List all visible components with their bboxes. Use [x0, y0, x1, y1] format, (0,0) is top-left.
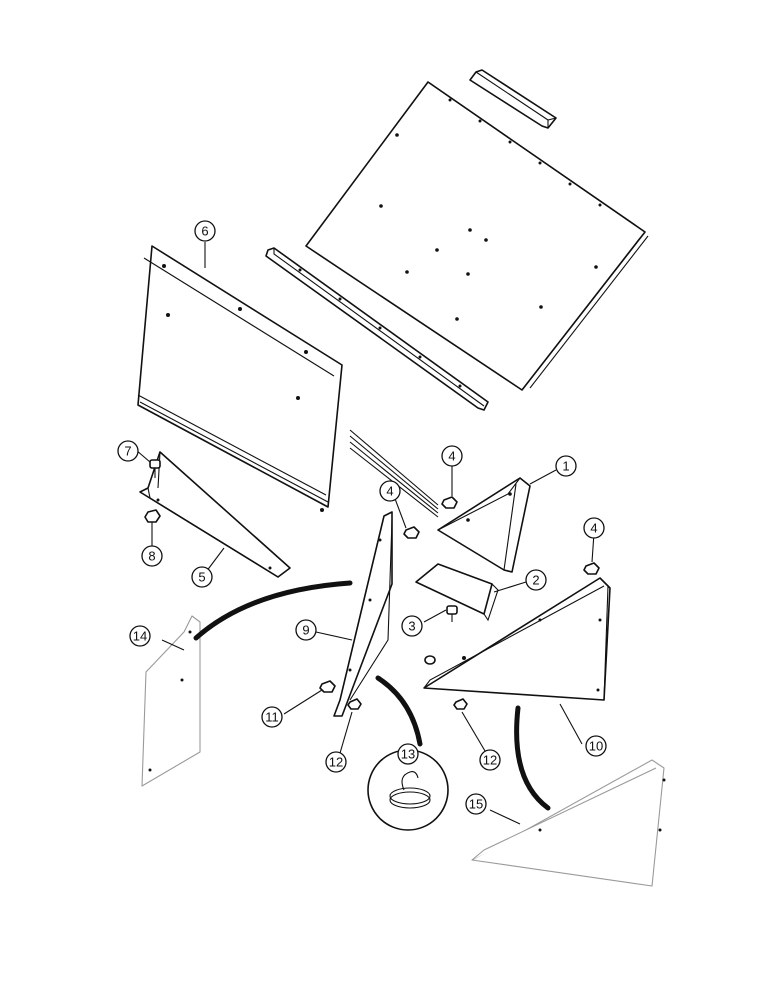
- part-2-plate: [415, 563, 499, 622]
- hidden-lines: [349, 429, 439, 518]
- callout-1-label: 1: [562, 459, 569, 474]
- callout-10-label: 10: [589, 739, 603, 754]
- callout-11: 11: [261, 706, 283, 728]
- callout-1: 1: [555, 455, 577, 477]
- callout-12b-label: 12: [483, 753, 497, 768]
- callout-15-label: 15: [469, 797, 483, 812]
- callout-4a-label: 4: [448, 449, 455, 464]
- part-12-nuts: [347, 698, 468, 710]
- part-5-bracket: [139, 451, 291, 578]
- callout-8: 8: [141, 545, 163, 567]
- part-4-nuts: [403, 496, 600, 575]
- callout-9: 9: [295, 619, 317, 641]
- top-panel: [305, 81, 649, 391]
- callout-5: 5: [191, 566, 213, 588]
- part-10-bracket: [423, 577, 611, 701]
- callout-4b-label: 4: [386, 484, 393, 499]
- callout-7: 7: [117, 440, 139, 462]
- callout-12a: 12: [325, 751, 347, 773]
- callout-14-label: 14: [133, 629, 147, 644]
- mounting-strip: [265, 247, 489, 411]
- callout-12b: 12: [479, 749, 501, 771]
- callout-2-label: 2: [532, 573, 539, 588]
- part-1-bracket: [437, 477, 531, 573]
- callout-15: 15: [465, 793, 487, 815]
- callout-13: 13: [397, 743, 419, 765]
- callout-3-label: 3: [408, 619, 415, 634]
- part-3-bolt: [424, 605, 458, 665]
- top-channel-bracket: [469, 69, 557, 129]
- part-11-nut: [319, 680, 336, 693]
- callout-12a-label: 12: [329, 755, 343, 770]
- reference-arcs: [193, 580, 551, 811]
- callout-4c-label: 4: [590, 521, 597, 536]
- part-7-bolt: [149, 459, 161, 478]
- callout-10: 10: [585, 735, 607, 757]
- callout-4c: 4: [583, 517, 605, 539]
- callout-7-label: 7: [124, 444, 131, 459]
- callout-4a: 4: [441, 445, 463, 467]
- callout-6: 6: [194, 220, 216, 242]
- callout-11-label: 11: [265, 710, 279, 725]
- callout-6-label: 6: [201, 224, 208, 239]
- callout-14: 14: [129, 625, 151, 647]
- callout-13-label: 13: [401, 747, 415, 762]
- part-8-nut: [144, 509, 161, 523]
- callout-3: 3: [401, 615, 423, 637]
- callout-2: 2: [525, 569, 547, 591]
- part-9-bracket: [333, 511, 393, 717]
- part-6-shield: [137, 245, 343, 512]
- callout-4b: 4: [379, 480, 401, 502]
- part-14-panel: [141, 615, 201, 787]
- callout-9-label: 9: [302, 623, 309, 638]
- callout-8-label: 8: [148, 549, 155, 564]
- leader-lines: [135, 242, 595, 825]
- part-15-panel: [471, 759, 666, 887]
- callout-5-label: 5: [198, 570, 205, 585]
